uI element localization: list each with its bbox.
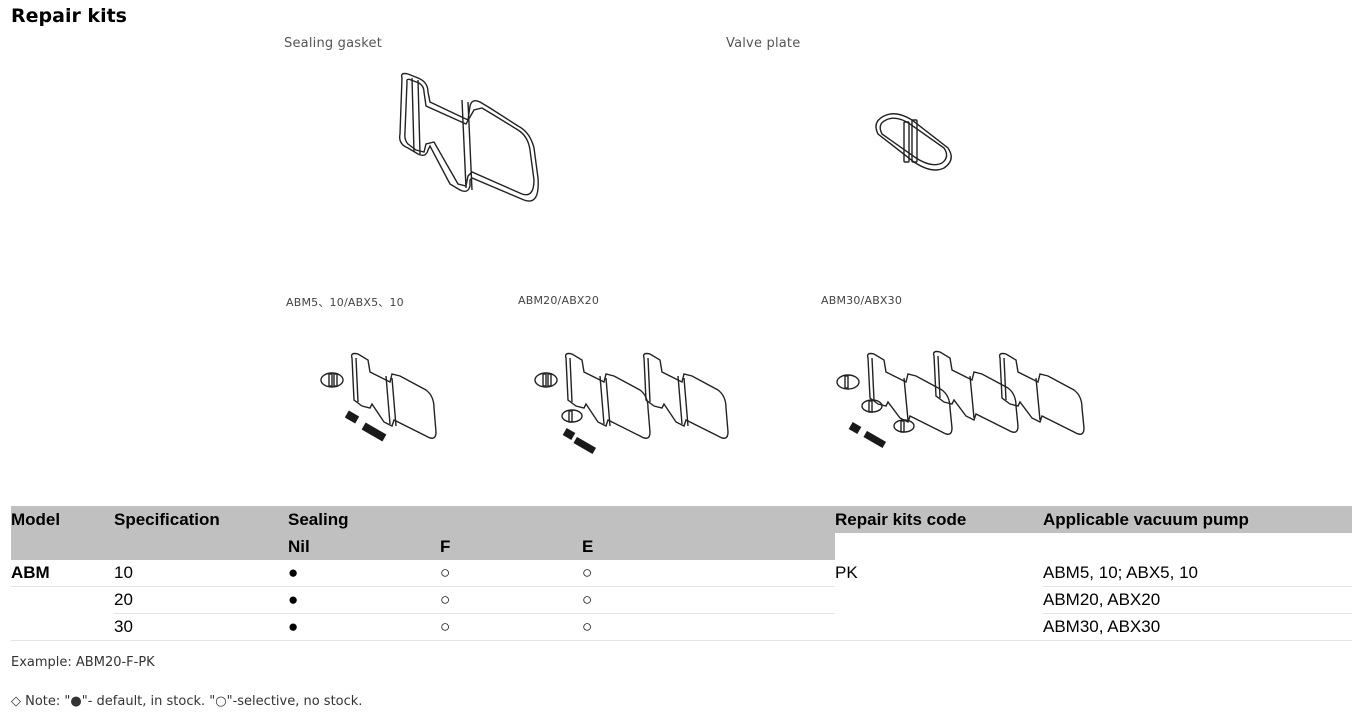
- col-sealing-e: E: [582, 533, 835, 560]
- col-specification: Specification: [114, 506, 288, 533]
- col-applicable-pump: Applicable vacuum pump: [1043, 506, 1352, 533]
- cell-nil: ●: [288, 586, 440, 614]
- sealing-gasket-image: [398, 72, 539, 202]
- table-row: 20 ● ○ ○ ABM20, ABX20: [11, 586, 1352, 614]
- kit-3-caption: ABM30/ABX30: [821, 294, 903, 307]
- cell-model: [11, 587, 114, 614]
- col-sealing-nil: Nil: [288, 533, 440, 560]
- cell-pump: ABM30, ABX30: [1043, 613, 1352, 641]
- kit-3-image: [836, 350, 1085, 448]
- cell-e: ○: [582, 560, 835, 587]
- stock-note: ◇ Note: "●"- default, in stock. "○"-sele…: [11, 694, 363, 709]
- col-sealing-f: F: [440, 533, 582, 560]
- col-model: Model: [11, 506, 114, 533]
- cell-e: ○: [582, 586, 835, 614]
- kit-2-caption: ABM20/ABX20: [518, 294, 600, 307]
- repair-kits-table: Model Specification Sealing Repair kits …: [11, 506, 1352, 641]
- cell-pump: ABM5, 10; ABX5, 10: [1043, 560, 1352, 587]
- cell-spec: 30: [114, 613, 288, 641]
- kit-1-image: [320, 352, 437, 442]
- cell-nil: ●: [288, 560, 440, 587]
- example-text: Example: ABM20-F-PK: [11, 655, 155, 670]
- col-sealing: Sealing: [288, 506, 440, 533]
- cell-f: ○: [440, 613, 582, 641]
- cell-code: [835, 587, 1043, 614]
- cell-model: [11, 613, 114, 641]
- kit-2-image: [534, 352, 729, 454]
- cell-spec: 20: [114, 586, 288, 614]
- valve-plate-image: [875, 113, 952, 171]
- sealing-gasket-caption: Sealing gasket: [284, 36, 383, 51]
- cell-model: ABM: [11, 560, 114, 587]
- table-row: 30 ● ○ ○ ABM30, ABX30: [11, 613, 1352, 641]
- cell-e: ○: [582, 613, 835, 641]
- cell-code: PK: [835, 563, 858, 583]
- cell-pump: ABM20, ABX20: [1043, 586, 1352, 614]
- valve-plate-caption: Valve plate: [726, 36, 801, 51]
- cell-spec: 10: [114, 560, 288, 587]
- col-repair-kits-code: Repair kits code: [835, 506, 1043, 533]
- kit-1-caption: ABM5、10/ABX5、10: [286, 296, 404, 309]
- cell-nil: ●: [288, 613, 440, 641]
- table-row: ABM 10 ● ○ ○ PK ABM5, 10; ABX5, 10: [11, 560, 1352, 587]
- cell-f: ○: [440, 586, 582, 614]
- header-row-2: Nil F E: [11, 533, 1352, 560]
- header-row-1: Model Specification Sealing Repair kits …: [11, 506, 1352, 533]
- cell-code: [835, 613, 1043, 641]
- page-title: Repair kits: [11, 5, 127, 27]
- cell-f: ○: [440, 560, 582, 587]
